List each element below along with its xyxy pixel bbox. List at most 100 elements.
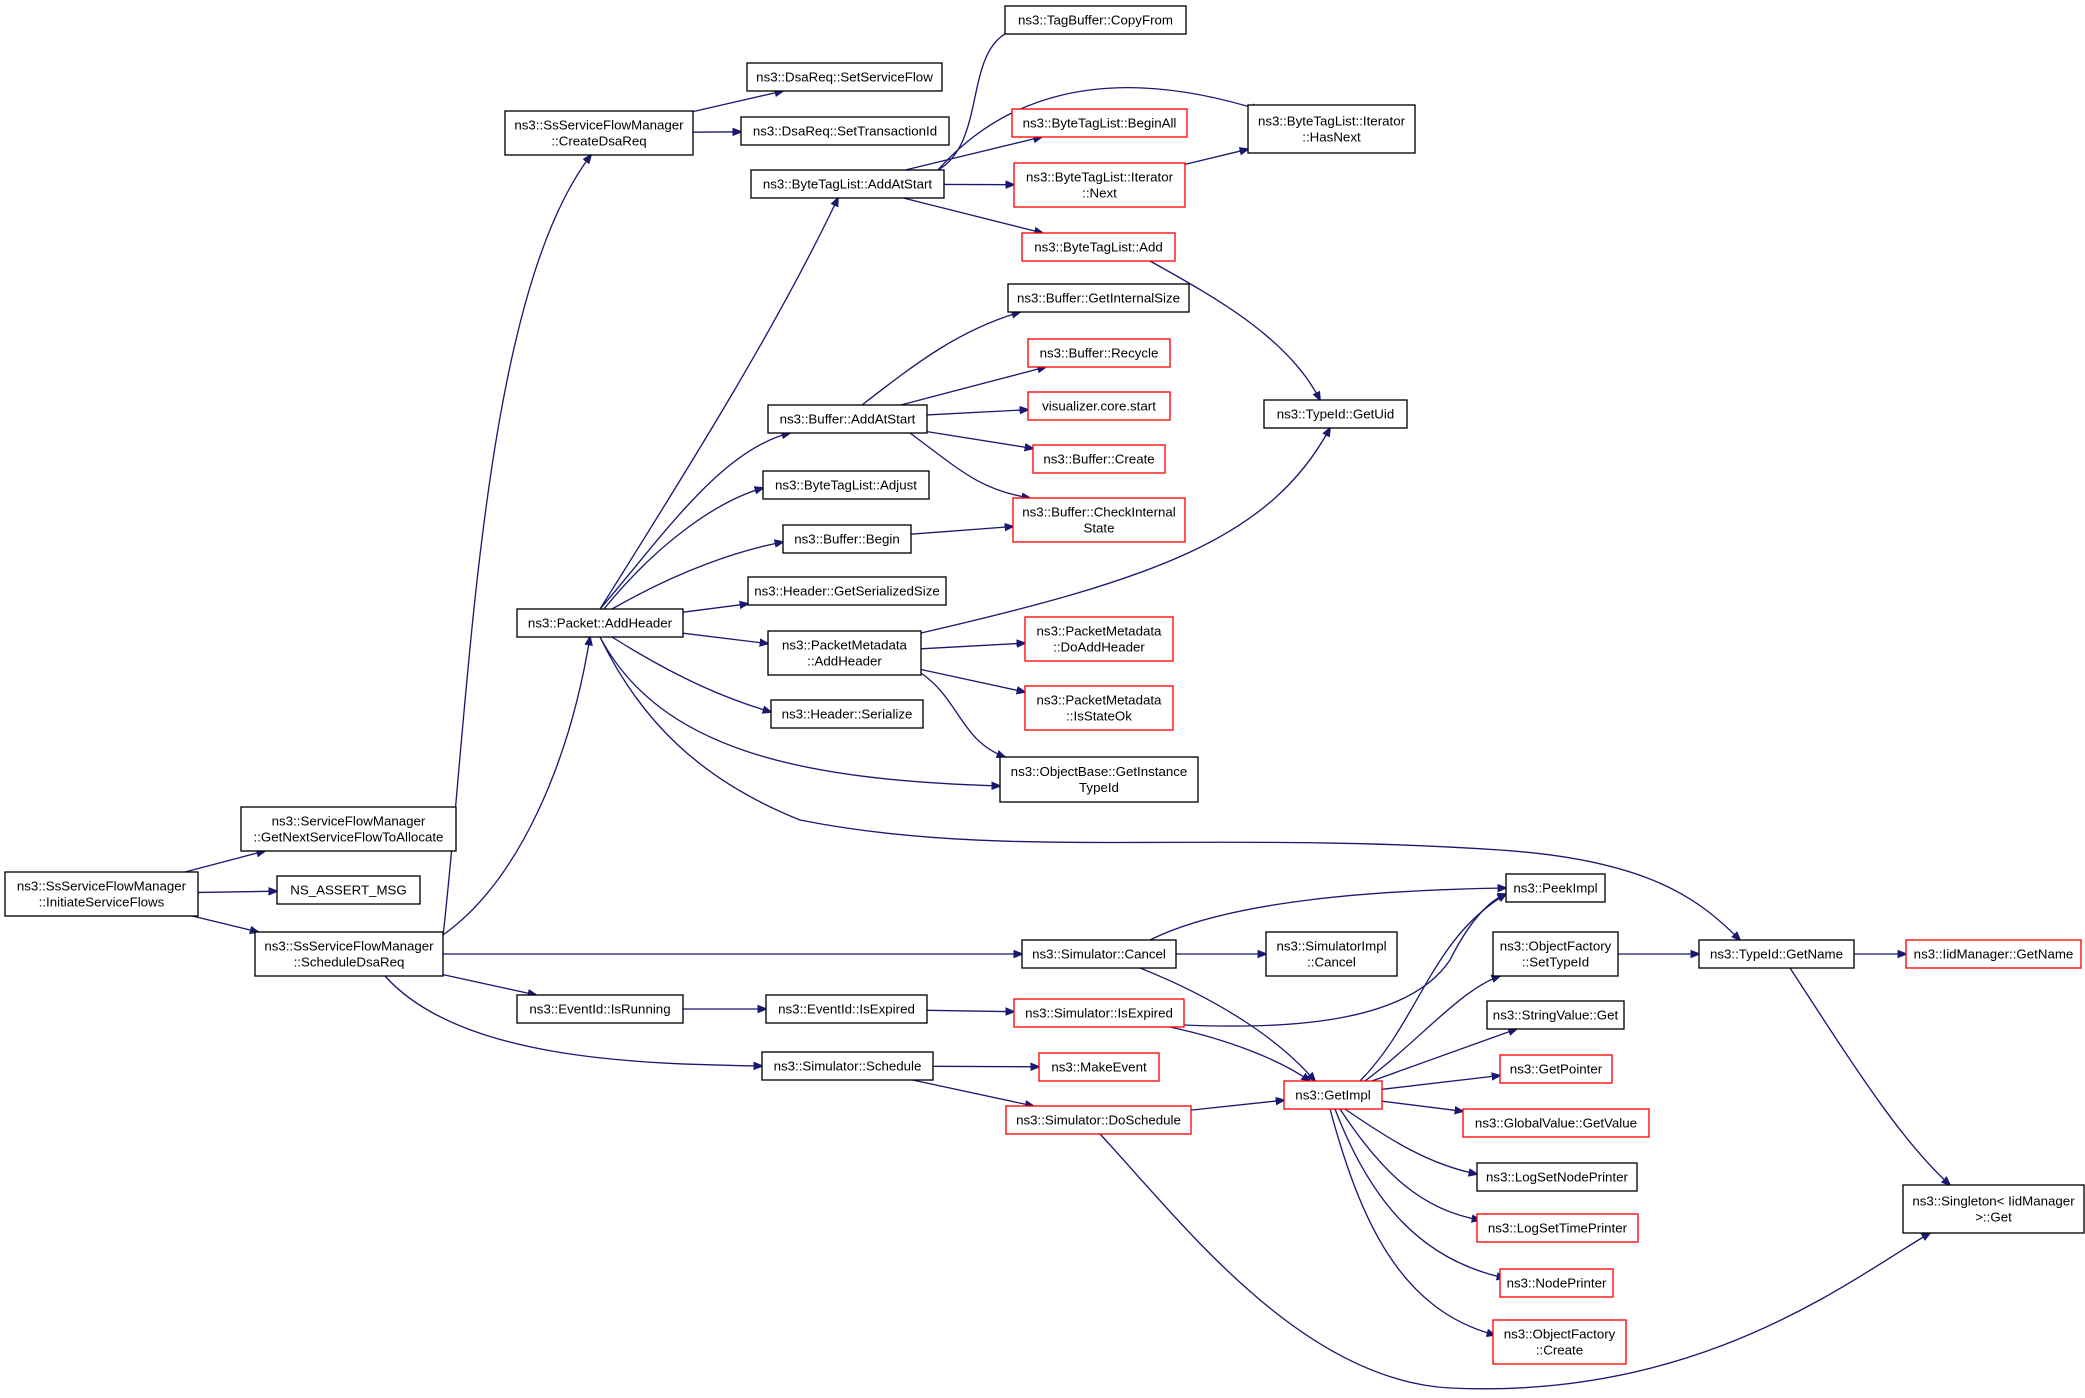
node-eid-isexpired[interactable]: ns3::EventId::IsExpired xyxy=(765,994,928,1024)
node-sim-doschedule[interactable]: ns3::Simulator::DoSchedule xyxy=(1005,1105,1192,1135)
node-label: ns3::MakeEvent xyxy=(1051,1060,1147,1075)
node-box xyxy=(1007,283,1190,313)
edge-addheader-to-btl_adjust xyxy=(603,488,763,610)
node-strval-get[interactable]: ns3::StringValue::Get xyxy=(1486,1000,1625,1030)
node-box xyxy=(1024,685,1174,731)
node-btl-adjust[interactable]: ns3::ByteTagList::Adjust xyxy=(762,470,930,500)
node-label: ns3::SimulatorImpl xyxy=(1276,939,1386,954)
node-peekimpl[interactable]: ns3::PeekImpl xyxy=(1505,873,1606,903)
node-label: ns3::TypeId::GetUid xyxy=(1277,407,1395,422)
edge-btl_addatstart-to-btl_it_hasnext xyxy=(937,87,1260,171)
edge-sim_cancel-to-getimpl xyxy=(1139,967,1315,1081)
node-box xyxy=(762,470,930,500)
node-buf-getinternal[interactable]: ns3::Buffer::GetInternalSize xyxy=(1007,283,1190,313)
node-pm-doadd[interactable]: ns3::PacketMetadata::DoAddHeader xyxy=(1024,616,1174,662)
node-label: ns3::LogSetTimePrinter xyxy=(1488,1221,1628,1236)
node-typeid-getuid[interactable]: ns3::TypeId::GetUid xyxy=(1263,399,1408,429)
node-label: ns3::SsServiceFlowManager xyxy=(264,939,434,954)
node-box xyxy=(1492,1319,1627,1365)
node-label: ns3::ObjectBase::GetInstance xyxy=(1011,764,1188,779)
node-label: ::IsStateOk xyxy=(1066,709,1132,724)
node-box xyxy=(746,62,943,92)
node-buf-create[interactable]: ns3::Buffer::Create xyxy=(1032,444,1166,474)
node-scheddsa[interactable]: ns3::SsServiceFlowManager::ScheduleDsaRe… xyxy=(254,931,444,977)
edge-getimpl-to-strval_get xyxy=(1371,1029,1517,1082)
node-label: ::AddHeader xyxy=(807,654,882,669)
node-logsetnode[interactable]: ns3::LogSetNodePrinter xyxy=(1476,1162,1638,1192)
node-box xyxy=(1027,338,1171,368)
node-box xyxy=(1021,232,1176,262)
node-viz-start[interactable]: visualizer.core.start xyxy=(1027,391,1171,421)
node-sim-cancel[interactable]: ns3::Simulator::Cancel xyxy=(1021,939,1177,969)
node-of-settypeid[interactable]: ns3::ObjectFactory::SetTypeId xyxy=(1492,931,1619,977)
node-label: ns3::Simulator::DoSchedule xyxy=(1016,1113,1181,1128)
node-pm-isstateok[interactable]: ns3::PacketMetadata::IsStateOk xyxy=(1024,685,1174,731)
node-btl-addatstart[interactable]: ns3::ByteTagList::AddAtStart xyxy=(750,169,945,199)
node-label: ns3::PacketMetadata xyxy=(782,638,908,653)
node-gv-getvalue[interactable]: ns3::GlobalValue::GetValue xyxy=(1462,1108,1650,1138)
node-sim-schedule[interactable]: ns3::Simulator::Schedule xyxy=(761,1051,934,1081)
node-pm-addheader[interactable]: ns3::PacketMetadata::AddHeader xyxy=(767,630,922,676)
node-box xyxy=(761,1051,934,1081)
node-label: ns3::Simulator::Cancel xyxy=(1032,947,1166,962)
node-getnext[interactable]: ns3::ServiceFlowManager::GetNextServiceF… xyxy=(240,806,457,852)
node-addheader[interactable]: ns3::Packet::AddHeader xyxy=(516,608,684,638)
node-tb-copyfrom[interactable]: ns3::TagBuffer::CopyFrom xyxy=(1004,5,1187,35)
edge-pm_addheader-to-typeid_getuid xyxy=(920,428,1330,634)
node-box xyxy=(1486,1000,1625,1030)
node-btl-beginall[interactable]: ns3::ByteTagList::BeginAll xyxy=(1011,108,1188,138)
node-btl-it-hasnext[interactable]: ns3::ByteTagList::Iterator::HasNext xyxy=(1247,104,1416,154)
node-simimpl-cancel[interactable]: ns3::SimulatorImpl::Cancel xyxy=(1265,931,1398,977)
node-label: ns3::ByteTagList::Iterator xyxy=(1026,170,1174,185)
node-box xyxy=(504,110,694,156)
node-label: ns3::StringValue::Get xyxy=(1493,1008,1619,1023)
node-hdr-serialize[interactable]: ns3::Header::Serialize xyxy=(770,699,924,729)
node-eid-isrunning[interactable]: ns3::EventId::IsRunning xyxy=(516,994,684,1024)
node-buf-begin[interactable]: ns3::Buffer::Begin xyxy=(782,524,912,554)
node-box xyxy=(1013,998,1185,1028)
node-box xyxy=(1005,1105,1192,1135)
node-typeid-getname[interactable]: ns3::TypeId::GetName xyxy=(1698,939,1855,969)
node-box xyxy=(740,116,950,146)
edge-buf_addatstart-to-buf_recycle xyxy=(900,367,1046,406)
node-box xyxy=(1032,444,1166,474)
node-box xyxy=(1027,391,1171,421)
node-hdr-getsize[interactable]: ns3::Header::GetSerializedSize xyxy=(747,576,947,606)
edge-buf_begin-to-buf_check xyxy=(910,527,1013,535)
node-box xyxy=(1263,399,1408,429)
edge-root-to-getnext xyxy=(184,851,265,873)
node-nsassert[interactable]: NS_ASSERT_MSG xyxy=(276,875,421,905)
node-btl-it-next[interactable]: ns3::ByteTagList::Iterator::Next xyxy=(1013,162,1186,208)
node-makeevent[interactable]: ns3::MakeEvent xyxy=(1038,1052,1160,1082)
node-box xyxy=(1012,497,1186,543)
node-label: ::Next xyxy=(1082,186,1117,201)
node-setsf[interactable]: ns3::DsaReq::SetServiceFlow xyxy=(746,62,943,92)
node-logsettime[interactable]: ns3::LogSetTimePrinter xyxy=(1476,1213,1639,1243)
node-label: ns3::SsServiceFlowManager xyxy=(514,118,684,133)
node-buf-addatstart[interactable]: ns3::Buffer::AddAtStart xyxy=(767,404,928,434)
node-sim-isexpired[interactable]: ns3::Simulator::IsExpired xyxy=(1013,998,1185,1028)
node-btl-add[interactable]: ns3::ByteTagList::Add xyxy=(1021,232,1176,262)
node-label: ::Cancel xyxy=(1307,955,1356,970)
node-label: ns3::Simulator::Schedule xyxy=(774,1059,922,1074)
node-box xyxy=(750,169,945,199)
node-settid[interactable]: ns3::DsaReq::SetTransactionId xyxy=(740,116,950,146)
node-iid-getname[interactable]: ns3::IidManager::GetName xyxy=(1905,939,2082,969)
node-label: ns3::Buffer::CheckInternal xyxy=(1022,505,1176,520)
edge-addheader-to-hdr_serialize xyxy=(611,636,771,712)
node-singleton-get[interactable]: ns3::Singleton< IidManager >::Get xyxy=(1902,1184,2085,1234)
edge-sim_schedule-to-sim_doschedule xyxy=(912,1079,1034,1106)
node-of-create[interactable]: ns3::ObjectFactory::Create xyxy=(1492,1319,1627,1365)
edge-sim_schedule-to-makeevent xyxy=(932,1066,1039,1067)
node-label: ns3::PacketMetadata xyxy=(1037,693,1163,708)
node-getpointer[interactable]: ns3::GetPointer xyxy=(1499,1054,1613,1084)
edge-btl_add-to-typeid_getuid xyxy=(1149,260,1320,400)
node-root[interactable]: ns3::SsServiceFlowManager::InitiateServi… xyxy=(4,871,199,917)
node-buf-recycle[interactable]: ns3::Buffer::Recycle xyxy=(1027,338,1171,368)
node-getimpl[interactable]: ns3::GetImpl xyxy=(1283,1080,1383,1110)
node-createdsa[interactable]: ns3::SsServiceFlowManager::CreateDsaReq xyxy=(504,110,694,156)
edge-getimpl-to-logsetnode xyxy=(1344,1108,1477,1174)
node-nodeprinter[interactable]: ns3::NodePrinter xyxy=(1499,1268,1614,1298)
